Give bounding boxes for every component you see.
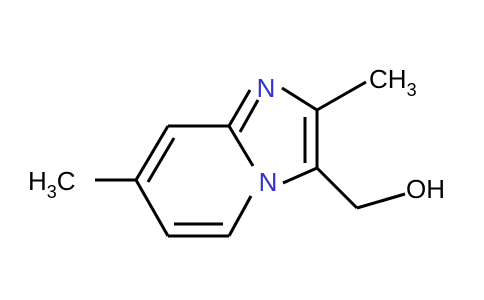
atom-hydroxyl: OH (406, 174, 445, 204)
bond-c3-ch2 (315, 166, 359, 210)
atom-n-imine: N (257, 73, 276, 103)
methyl-right-main: CH (369, 64, 407, 94)
bond-n1-c2 (281, 86, 318, 112)
atom-methyl-right: CH3 (369, 64, 417, 100)
bond-n4-c8a (227, 125, 255, 167)
bond-c2-methyl (316, 80, 367, 112)
methyl-left-main: H (28, 166, 47, 196)
bond-ch2-oh (356, 192, 406, 210)
bond-c3-n4 (282, 166, 318, 185)
atom-labels: N N CH3 H3C OH (28, 64, 445, 204)
atom-methyl-left: H3C (28, 166, 76, 202)
methyl-left-tail: C (57, 166, 76, 196)
bond-c8-c7-double (146, 137, 176, 183)
bond-c8-c7 (134, 125, 170, 181)
methyl-left-sub: 3 (47, 182, 57, 202)
atom-n-bridge: N (259, 167, 278, 197)
bond-c7-c6 (134, 179, 170, 237)
bond-c8a-n1 (227, 89, 252, 127)
bond-c5-n4 (227, 195, 253, 237)
bonds (95, 80, 406, 238)
bond-c8a-n1-double (238, 99, 260, 133)
methyl-right-sub: 3 (407, 80, 417, 100)
